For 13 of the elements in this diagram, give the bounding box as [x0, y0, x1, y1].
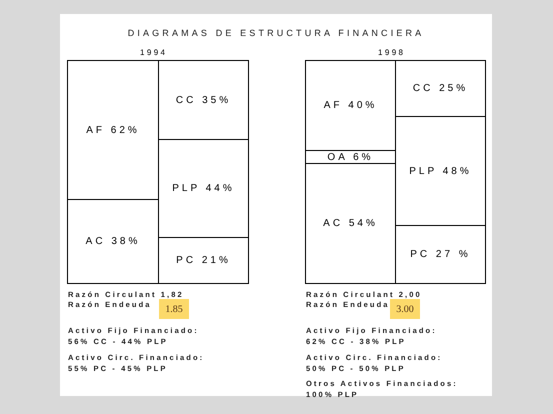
balance-block: CC 35% [158, 60, 249, 140]
value-badge: 3.00 [390, 299, 420, 319]
balance-block: AF 62% [67, 60, 159, 200]
balance-block: AF 40% [305, 60, 396, 151]
diagram-title: DIAGRAMAS DE ESTRUCTURA FINANCIERA [126, 28, 426, 38]
balance-block: CC 25% [395, 60, 486, 117]
balance-block: AC 38% [67, 199, 159, 284]
value-badge: 1.85 [159, 299, 189, 319]
year-label: 1994 [140, 48, 168, 57]
balance-block: PC 21% [158, 237, 249, 284]
balance-block: PC 27 % [395, 225, 486, 284]
year-label: 1998 [378, 48, 406, 57]
balance-block: AC 54% [305, 163, 396, 284]
